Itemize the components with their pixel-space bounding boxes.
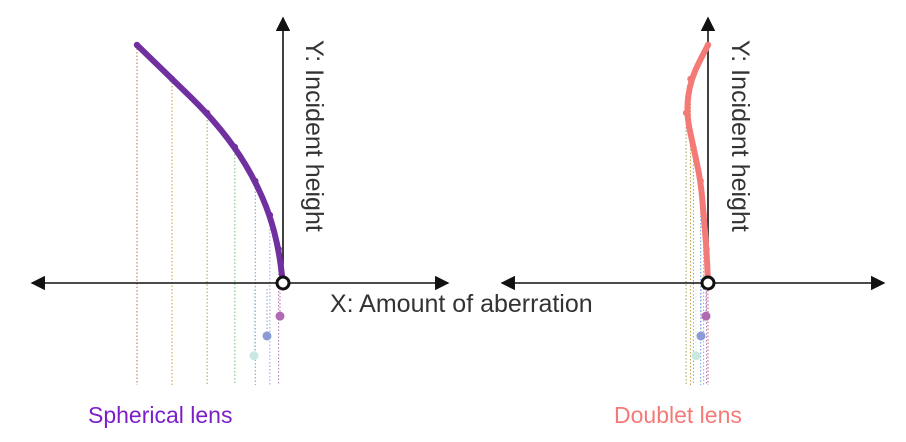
spherical-origin-marker xyxy=(275,275,291,291)
spherical-aberration-curve xyxy=(133,41,287,287)
y-axis-label-left: Y: Incident height xyxy=(300,40,328,232)
doublet-aberration-curve xyxy=(682,41,712,287)
spherical-curve-point xyxy=(252,177,259,185)
doublet-curve-point xyxy=(687,75,694,83)
spherical-focus-point xyxy=(249,351,259,361)
spherical-curve-line xyxy=(134,42,286,286)
lens-label-doublet: Doublet lens xyxy=(614,402,742,428)
spherical-ray-lines xyxy=(136,45,280,385)
doublet-origin-marker xyxy=(700,275,716,291)
doublet-curve-point xyxy=(697,177,704,185)
doublet-curve-point xyxy=(704,41,712,49)
spherical-lens-diagram: Y: Incident height Spherical lens xyxy=(30,16,450,428)
lens-label-spherical: Spherical lens xyxy=(88,402,232,428)
doublet-curve-point xyxy=(703,245,710,253)
doublet-curve-point xyxy=(700,211,707,219)
spherical-curve-point xyxy=(133,41,141,49)
y-axis-label-right: Y: Incident height xyxy=(726,40,754,232)
spherical-focus-point xyxy=(262,331,272,341)
spherical-focus-point xyxy=(275,311,285,321)
doublet-curve-point xyxy=(690,143,697,151)
spherical-curve-point xyxy=(168,75,176,83)
spherical-curve-point xyxy=(275,245,282,253)
doublet-lens-diagram: Y: Incident height Doublet lens xyxy=(500,16,886,428)
spherical-curve-point xyxy=(231,143,239,151)
doublet-focus-point xyxy=(696,331,706,341)
doublet-curve-point xyxy=(682,109,690,117)
doublet-focus-point xyxy=(691,351,701,361)
spherical-curve-point xyxy=(203,109,211,117)
spherical-focus-points xyxy=(249,289,285,361)
doublet-focus-points xyxy=(691,289,711,361)
spherical-curve-point xyxy=(266,211,274,219)
x-axis-label: X: Amount of aberration xyxy=(330,290,593,318)
doublet-focus-point xyxy=(701,311,711,321)
